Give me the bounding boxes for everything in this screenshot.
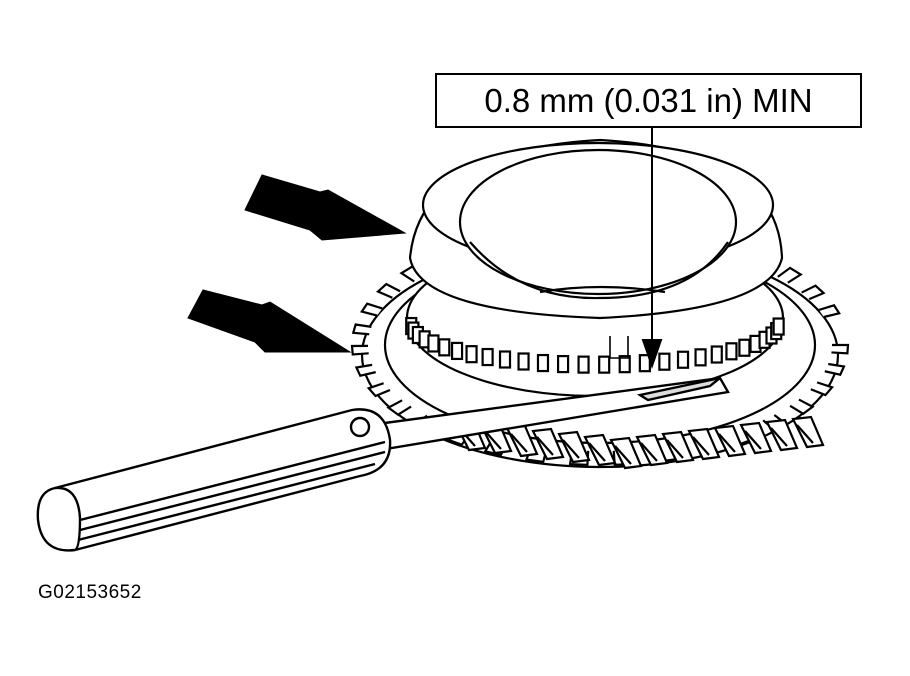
gear-tooth — [351, 323, 372, 336]
ring-dog-tooth — [772, 317, 785, 336]
indicator-arrows — [187, 174, 407, 353]
gear-tooth — [366, 382, 391, 398]
ring-dog-tooth — [710, 345, 723, 364]
helical-tooth — [661, 430, 695, 464]
helical-tooth — [635, 433, 669, 467]
helical-tooth — [765, 418, 799, 452]
ring-inner-lip — [469, 241, 729, 300]
helical-tooth-shade — [666, 439, 684, 459]
callout-leader — [641, 128, 663, 370]
feeler-handle — [36, 408, 392, 552]
helical-tooth-shade — [484, 430, 502, 450]
gear-helical-teeth — [453, 415, 825, 470]
helical-tooth-shade — [796, 424, 814, 444]
helical-tooth — [739, 421, 773, 455]
helical-tooth — [609, 436, 643, 470]
ring-bore-shadow — [539, 285, 666, 294]
gear-tooth — [777, 266, 803, 284]
helical-tooth-shade — [614, 445, 632, 465]
gear-tooth — [350, 344, 369, 356]
gear-tooth — [824, 362, 846, 376]
gap-bracket — [609, 336, 629, 359]
helical-tooth — [687, 427, 721, 461]
ring-dog-tooth — [517, 352, 530, 371]
callout-arrowhead-icon — [641, 339, 663, 370]
gear-tooth — [810, 381, 834, 397]
feeler-leaf-line-1 — [79, 440, 386, 522]
clearance-callout-label: 0.8 mm (0.031 in) MIN — [435, 73, 862, 128]
feeler-blade-tip — [636, 376, 721, 402]
ring-dog-tooth — [556, 354, 570, 374]
feeler-handle-end — [54, 486, 82, 552]
arrow-upper-left-icon — [244, 174, 407, 241]
ring-dog-tooth — [658, 352, 671, 371]
ring-dog-tooth — [427, 334, 440, 353]
ring-dog-tooth — [438, 338, 451, 357]
helical-tooth-shade — [536, 436, 554, 456]
ring-dog-tooth — [498, 350, 512, 369]
feeler-leaf-line-3 — [77, 462, 376, 542]
synchronizer-ring — [405, 138, 785, 398]
ring-dog-tooth — [638, 354, 651, 373]
helical-tooth-shade — [692, 436, 710, 456]
ring-dog-tooth — [598, 355, 611, 374]
helical-tooth — [791, 415, 825, 449]
feeler-pivot-rivet — [349, 416, 371, 438]
helical-tooth-shade — [562, 439, 580, 459]
helical-tooth-shade — [744, 430, 762, 450]
gear-tooth — [359, 302, 383, 317]
gear-tooth — [354, 363, 376, 377]
gear-tooth — [375, 282, 401, 299]
helical-tooth — [557, 430, 591, 464]
ring-dog-tooth — [450, 341, 464, 361]
ring-teeth — [405, 316, 785, 374]
ring-dog-tooth — [676, 350, 690, 369]
gear-tooth — [818, 303, 841, 319]
ring-dog-tooth — [481, 347, 494, 367]
helical-tooth-shade — [718, 433, 736, 453]
ring-dog-tooth — [618, 355, 631, 374]
helical-tooth-shade — [510, 433, 528, 453]
feeler-leaf-line-2 — [79, 450, 386, 532]
arrow-lower-left-icon — [187, 289, 352, 353]
gear-tooth — [386, 399, 412, 416]
ring-dog-tooth — [694, 348, 707, 367]
helical-tooth — [713, 424, 747, 458]
helical-tooth-shade — [588, 442, 606, 462]
helical-tooth — [583, 433, 617, 467]
feeler-gauge — [36, 376, 730, 552]
ring-dog-tooth — [577, 355, 590, 374]
ring-dog-tooth — [465, 345, 478, 364]
helical-tooth — [531, 427, 565, 461]
gear-tooth — [831, 343, 850, 355]
gap-marker — [609, 336, 629, 359]
figure-id-label: G02153652 — [38, 582, 142, 603]
helical-tooth-shade — [770, 427, 788, 447]
gear-tooth — [789, 398, 815, 416]
ring-inner-bore — [458, 148, 738, 296]
ring-dog-tooth — [536, 353, 550, 373]
gear-tooth — [801, 284, 826, 301]
ring-dog-tooth — [725, 342, 738, 361]
helical-tooth-shade — [640, 442, 658, 462]
ring-dog-tooth — [738, 338, 751, 357]
